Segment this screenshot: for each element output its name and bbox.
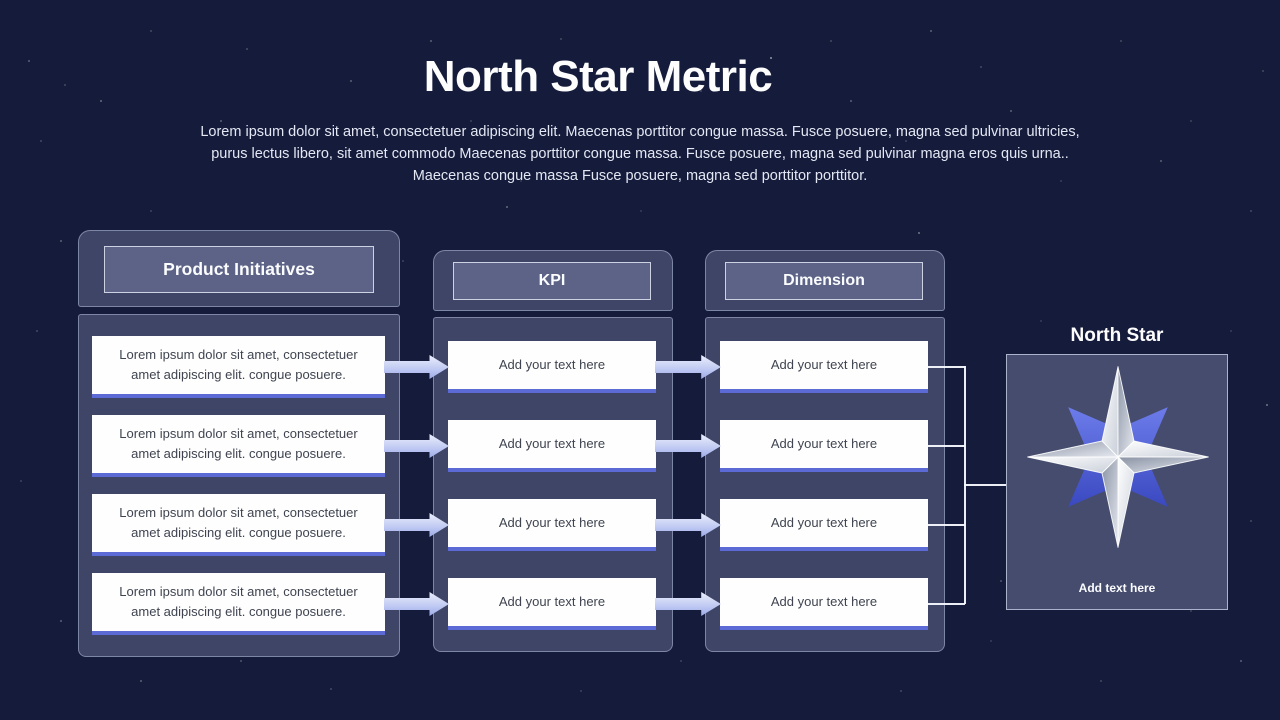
dimension-card-2[interactable]: Add your text here [720, 420, 928, 472]
product-card-2[interactable]: Lorem ipsum dolor sit amet, consectetuer… [92, 415, 385, 477]
connector-line [928, 445, 965, 447]
product-card-4[interactable]: Lorem ipsum dolor sit amet, consectetuer… [92, 573, 385, 635]
page-title: North Star Metric [423, 52, 773, 101]
dimension-card-3[interactable]: Add your text here [720, 499, 928, 551]
kpi-card-2[interactable]: Add your text here [448, 420, 656, 472]
connector-line [928, 603, 965, 605]
subtitle-line: purus lectus libero, sit amet commodo Ma… [211, 146, 1069, 162]
kpi-card-4[interactable]: Add your text here [448, 578, 656, 630]
subtitle-line: Lorem ipsum dolor sit amet, consectetuer… [200, 124, 1080, 140]
subtitle: Lorem ipsum dolor sit amet, consectetuer… [140, 121, 1140, 187]
north-star-caption[interactable]: Add text here [1078, 581, 1156, 595]
north-star-title: North Star [1070, 325, 1164, 346]
connector-line [928, 524, 965, 526]
kpi-card-3[interactable]: Add your text here [448, 499, 656, 551]
connector-line [964, 484, 1006, 486]
product-card-1[interactable]: Lorem ipsum dolor sit amet, consectetuer… [92, 336, 385, 398]
product-card-3[interactable]: Lorem ipsum dolor sit amet, consectetuer… [92, 494, 385, 556]
dimension-card-4[interactable]: Add your text here [720, 578, 928, 630]
column-header-kpi: KPI [453, 262, 651, 300]
starfield-dots-bright [0, 0, 2, 2]
column-header-product-initiatives: Product Initiatives [104, 246, 374, 293]
dimension-card-1[interactable]: Add your text here [720, 341, 928, 393]
connector-line [928, 366, 965, 368]
column-header-dimension: Dimension [725, 262, 923, 300]
kpi-card-1[interactable]: Add your text here [448, 341, 656, 393]
subtitle-line: Maecenas congue massa Fusce posuere, mag… [412, 168, 868, 184]
compass-star-icon [1027, 366, 1209, 548]
north-star-box: Add text here [1006, 354, 1228, 610]
